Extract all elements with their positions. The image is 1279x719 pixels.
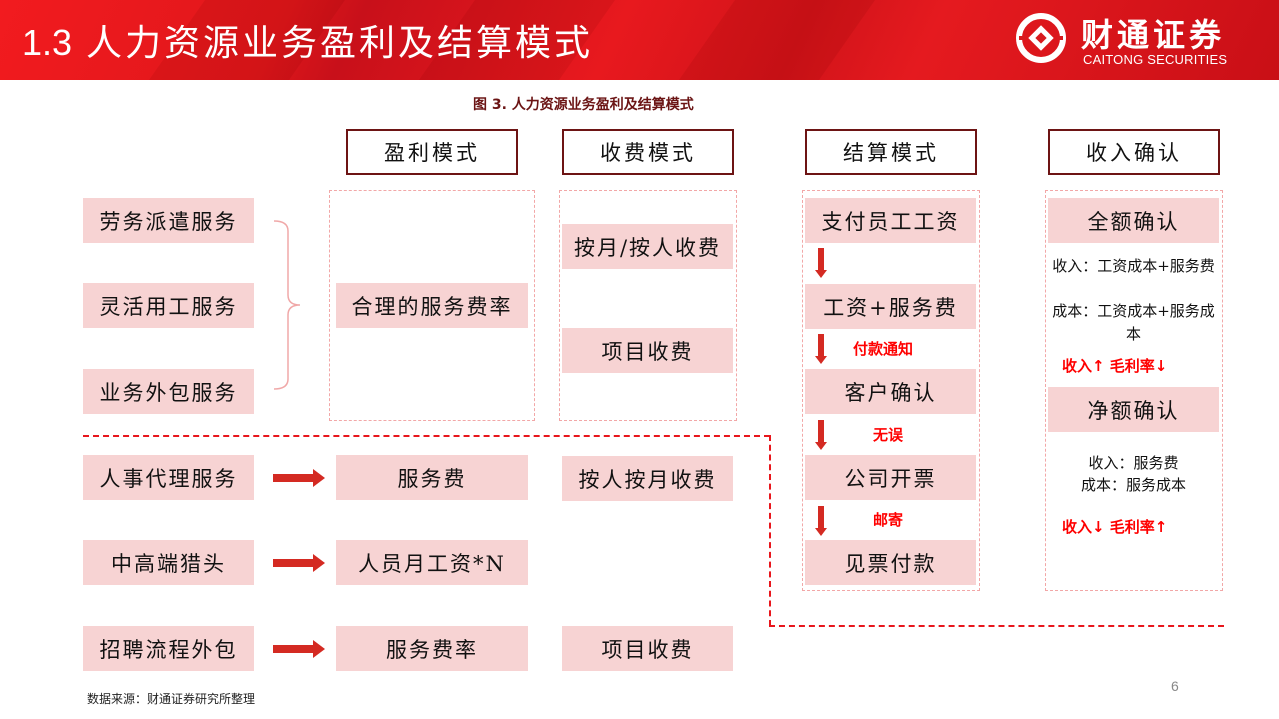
fee-model-group <box>559 190 737 421</box>
settlement-step-issue-invoice: 公司开票 <box>805 455 976 500</box>
settlement-step-wages-plus-fee: 工资+服务费 <box>805 284 976 329</box>
gross-recognition-title: 全额确认 <box>1048 198 1219 243</box>
arrow-down-icon <box>815 334 827 364</box>
net-effect: 收入↓ 毛利率↑ <box>1062 518 1168 536</box>
logo-english: CAITONG SECURITIES <box>1083 52 1228 67</box>
transition-payment-notice: 付款通知 <box>853 340 914 358</box>
arrow-right-icon <box>273 469 325 487</box>
group-divider-top <box>83 435 770 437</box>
group-divider-vertical <box>769 435 771 626</box>
gross-effect: 收入↑ 毛利率↓ <box>1062 357 1168 375</box>
transition-mail: 邮寄 <box>873 511 904 529</box>
caitong-logo-icon <box>1016 13 1066 63</box>
brace-connector-icon <box>273 220 301 390</box>
transition-no-error: 无误 <box>873 426 904 444</box>
fee-per-person-monthly: 按人按月收费 <box>562 456 733 501</box>
profit-monthly-salary-n: 人员月工资*N <box>336 540 528 585</box>
title-text: 人力资源业务盈利及结算模式 <box>86 23 594 64</box>
service-flexible-employment: 灵活用工服务 <box>83 283 254 328</box>
slide-header: 1.3 人力资源业务盈利及结算模式 财通证券 CAITONG SECURITIES <box>0 0 1279 80</box>
column-header-fee-model: 收费模式 <box>562 129 734 175</box>
profit-service-fee: 服务费 <box>336 455 528 500</box>
company-logo: 财通证券 CAITONG SECURITIES <box>1015 10 1265 70</box>
settlement-step-client-confirm: 客户确认 <box>805 369 976 414</box>
service-hr-agency: 人事代理服务 <box>83 455 254 500</box>
arrow-right-icon <box>273 640 325 658</box>
fee-project: 项目收费 <box>562 328 733 373</box>
fee-monthly-per-person: 按月/按人收费 <box>562 224 733 269</box>
service-labor-dispatch: 劳务派遣服务 <box>83 198 254 243</box>
column-header-revenue-recognition: 收入确认 <box>1048 129 1220 175</box>
header-decoration <box>650 0 890 80</box>
arrow-down-icon <box>815 506 827 536</box>
fee-project-2: 项目收费 <box>562 626 733 671</box>
section-number: 1.3 <box>22 22 73 63</box>
figure-caption: 图 3. 人力资源业务盈利及结算模式 <box>473 97 694 113</box>
arrow-down-icon <box>815 248 827 278</box>
service-headhunting: 中高端猎头 <box>83 540 254 585</box>
gross-cost-line: 成本：工资成本+服务成本 <box>1052 302 1215 343</box>
column-header-profit-model: 盈利模式 <box>346 129 518 175</box>
revenue-recognition-group <box>1045 190 1223 591</box>
net-cost-line: 成本：服务成本 <box>1080 476 1186 494</box>
data-source-note: 数据来源：财通证券研究所整理 <box>87 692 256 706</box>
arrow-down-icon <box>815 420 827 450</box>
logo-chinese: 财通证券 <box>1081 16 1226 54</box>
net-revenue-line: 收入：服务费 <box>1088 454 1179 472</box>
net-recognition-title: 净额确认 <box>1048 387 1219 432</box>
gross-revenue-line: 收入：工资成本+服务费 <box>1052 257 1215 275</box>
page-title: 1.3 人力资源业务盈利及结算模式 <box>22 14 593 66</box>
settlement-flow-group <box>802 190 980 591</box>
service-business-outsourcing: 业务外包服务 <box>83 369 254 414</box>
settlement-step-pay-on-invoice: 见票付款 <box>805 540 976 585</box>
column-header-settlement-model: 结算模式 <box>805 129 977 175</box>
profit-fee-rate: 服务费率 <box>336 626 528 671</box>
page-number: 6 <box>1171 678 1179 694</box>
arrow-right-icon <box>273 554 325 572</box>
service-rpo: 招聘流程外包 <box>83 626 254 671</box>
profit-model-group <box>329 190 535 421</box>
group-divider-bottom <box>769 625 1224 627</box>
settlement-step-pay-wages: 支付员工工资 <box>805 198 976 243</box>
profit-reasonable-fee-rate: 合理的服务费率 <box>336 283 528 328</box>
